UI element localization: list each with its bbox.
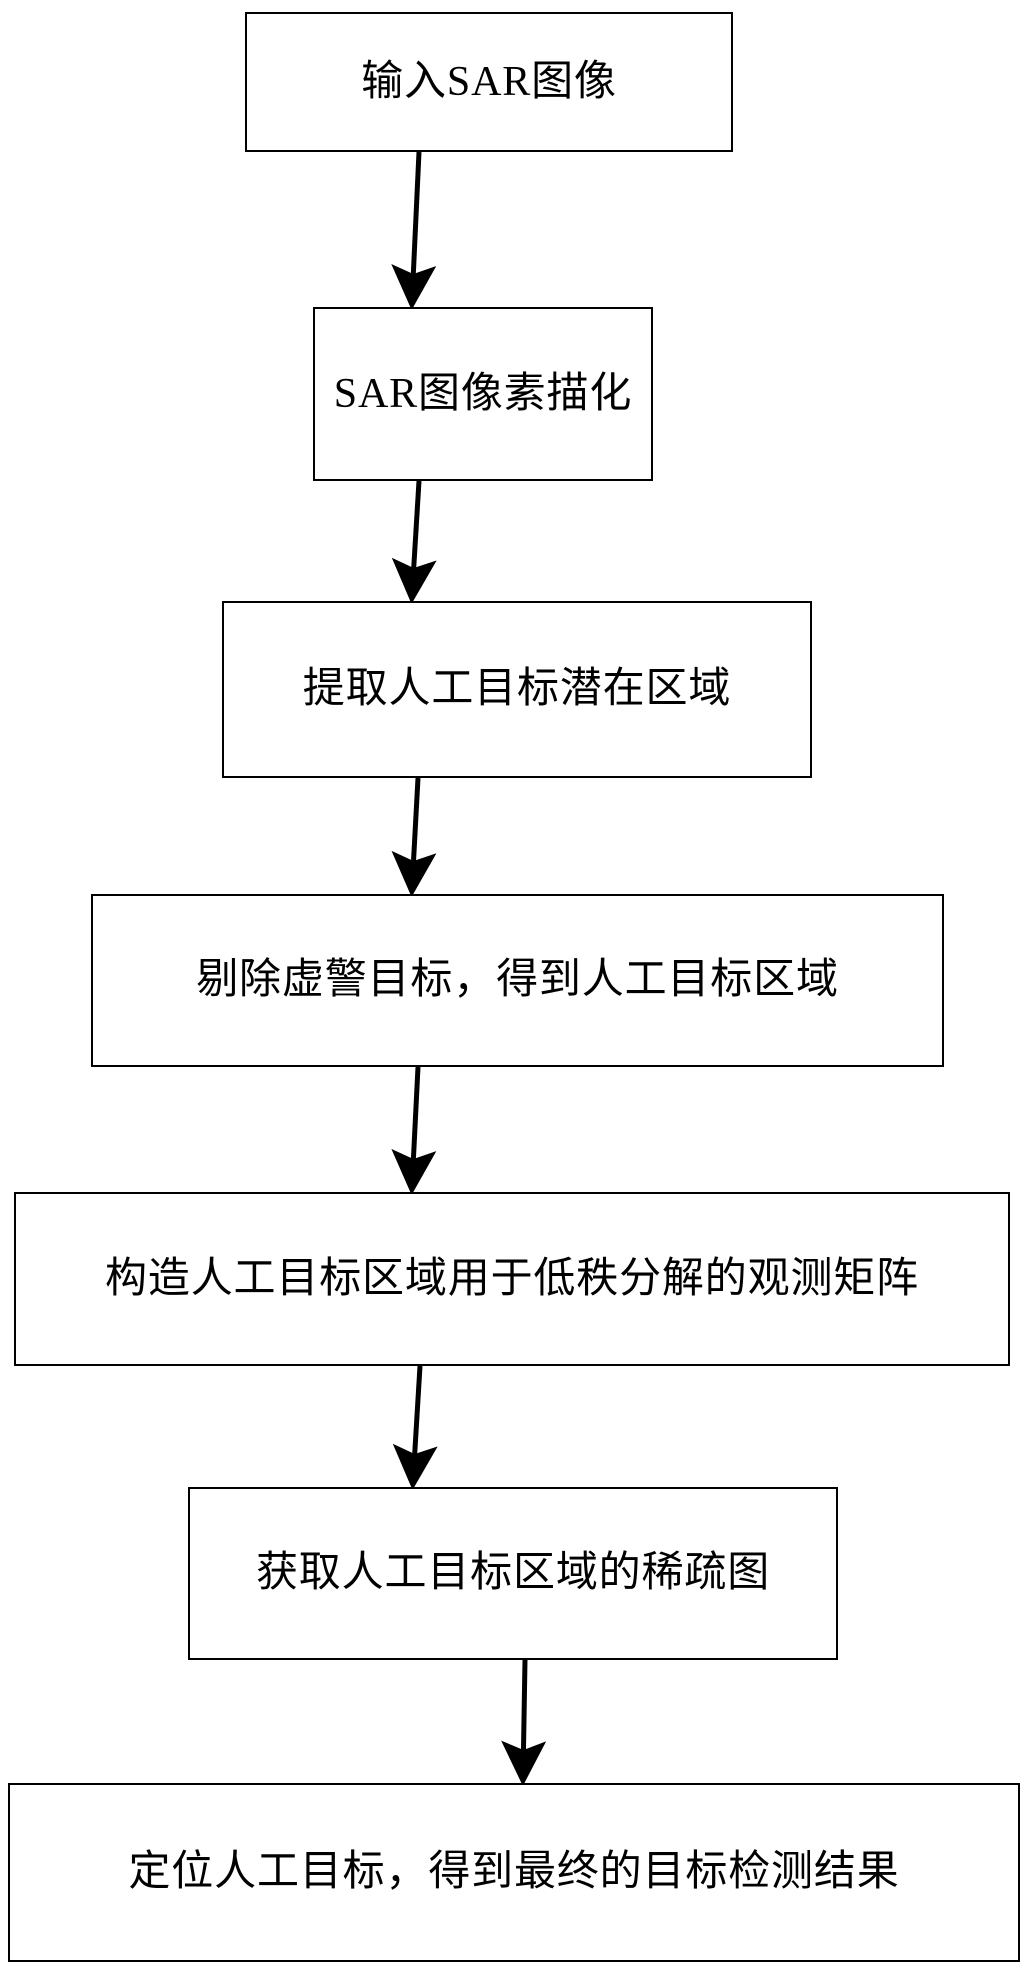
flowchart-node-locate-targets-result[interactable]: 定位人工目标，得到最终的目标检测结果 — [8, 1783, 1020, 1962]
flowchart-node-remove-false-alarms[interactable]: 剔除虚警目标，得到人工目标区域 — [91, 894, 944, 1067]
arrow-node4-to-node5 — [391, 1066, 437, 1195]
node-label: 输入SAR图像 — [361, 58, 617, 105]
node-label: 构造人工目标区域用于低秩分解的观测矩阵 — [105, 1255, 919, 1302]
flowchart-node-sar-sketch[interactable]: SAR图像素描化 — [313, 307, 653, 481]
node-label: SAR图像素描化 — [333, 370, 633, 417]
node-label: 获取人工目标区域的稀疏图 — [255, 1550, 771, 1597]
node-label: 剔除虚警目标，得到人工目标区域 — [196, 957, 839, 1004]
flowchart-node-extract-potential-regions[interactable]: 提取人工目标潜在区域 — [222, 601, 812, 778]
flowchart-node-build-observation-matrix[interactable]: 构造人工目标区域用于低秩分解的观测矩阵 — [14, 1192, 1010, 1366]
node-label: 提取人工目标潜在区域 — [302, 666, 732, 713]
flowchart-node-input-sar-image[interactable]: 输入SAR图像 — [245, 12, 733, 152]
node-label: 定位人工目标，得到最终的目标检测结果 — [128, 1849, 900, 1896]
arrow-node6-to-node7 — [501, 1659, 547, 1786]
flowchart-node-obtain-sparse-map[interactable]: 获取人工目标区域的稀疏图 — [188, 1487, 838, 1660]
arrow-node5-to-node6 — [392, 1365, 438, 1490]
arrow-node3-to-node4 — [391, 777, 437, 897]
arrow-node2-to-node3 — [391, 480, 437, 604]
arrow-node1-to-node2 — [391, 151, 437, 310]
